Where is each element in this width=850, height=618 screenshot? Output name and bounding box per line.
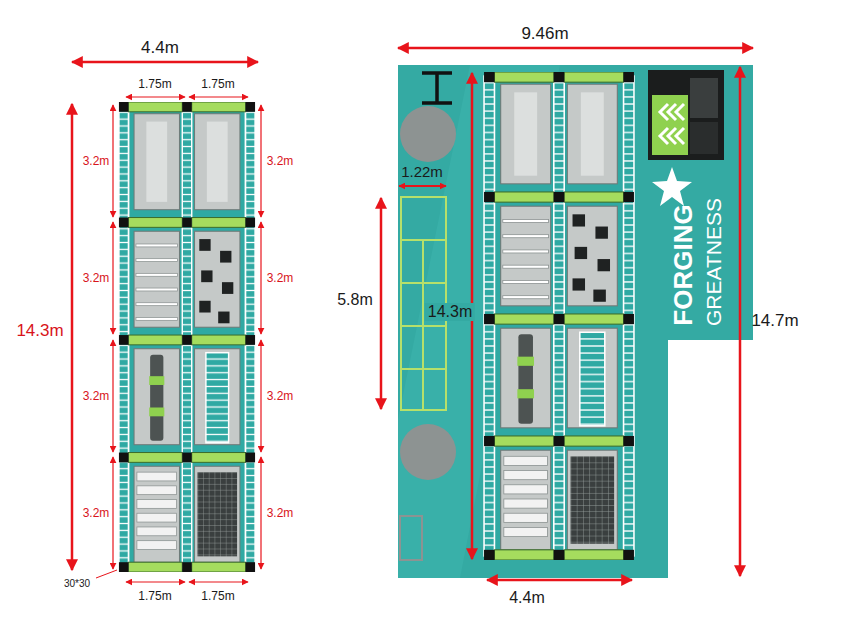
dimension-label: 1.75m — [138, 78, 171, 90]
dimension-label: 3.2m — [267, 507, 294, 519]
left-plan-part-part — [126, 581, 185, 582]
right-floor-layout-part — [690, 122, 718, 154]
dimension-label: 4.4m — [141, 39, 179, 56]
right-floor-layout-part — [398, 65, 753, 578]
dimension-label: 3.2m — [83, 507, 110, 519]
dimension-label: 1.75m — [138, 590, 171, 602]
left-plan-part-part — [260, 222, 261, 334]
right-floor-layout-part — [660, 104, 684, 144]
left-plan-part-part — [112, 340, 113, 452]
right-floor-layout-part — [484, 72, 634, 560]
left-plan-part-part — [189, 96, 248, 97]
dimension-label: 9.46m — [521, 25, 568, 42]
dimension-label: 3.2m — [83, 390, 110, 402]
dimension-label: 14.7m — [751, 312, 798, 329]
dimension-label: 3.2m — [83, 272, 110, 284]
dimension-label: 1.75m — [201, 590, 234, 602]
dimension-label: 3.2m — [267, 272, 294, 284]
dimension-label: 14.3m — [16, 322, 63, 339]
right-floor-layout-part — [398, 47, 753, 50]
right-floor-layout-part — [487, 579, 632, 582]
left-plan-part-part — [112, 105, 113, 217]
dimension-label: 14.3m — [425, 303, 475, 321]
right-floor-layout-part — [422, 73, 452, 103]
left-plan-part — [119, 102, 255, 572]
right-floor-layout-part-part — [676, 104, 684, 120]
right-floor-layout-part — [652, 95, 688, 155]
logo-text: FORGING — [670, 204, 696, 325]
left-plan-part — [71, 104, 74, 570]
right-floor-layout-part — [400, 516, 422, 560]
right-floor-layout-part — [400, 106, 456, 162]
left-plan-part-part — [112, 457, 113, 569]
dimension-label: 3.2m — [83, 155, 110, 167]
right-floor-layout-part — [380, 198, 383, 409]
right-floor-layout-part — [648, 70, 724, 160]
logo-text: GREATNESS — [703, 198, 724, 326]
left-plan-part-part — [260, 105, 261, 217]
right-floor-layout-part-part — [676, 128, 684, 144]
dimension-label: 1.22m — [401, 164, 443, 179]
dimension-label: 5.8m — [337, 292, 373, 308]
left-plan-part-part — [260, 457, 261, 569]
right-floor-layout-part — [652, 167, 692, 206]
right-floor-layout-part — [400, 424, 456, 480]
left-plan-part-part — [126, 96, 185, 97]
dimension-label: 1.75m — [201, 78, 234, 90]
right-floor-layout-part-part — [422, 240, 424, 410]
left-plan — [72, 62, 261, 582]
dimension-label: 4.4m — [509, 590, 545, 606]
right-floor-layout-part — [739, 67, 742, 576]
left-plan-part-part — [189, 581, 248, 582]
right-floor-layout-part — [690, 78, 718, 118]
left-plan-part-part — [260, 340, 261, 452]
left-plan-part — [113, 97, 261, 582]
dimension-label: 3.2m — [267, 390, 294, 402]
left-plan-part — [96, 570, 117, 578]
post-size-label: 30*30 — [64, 579, 90, 589]
left-plan-part — [72, 61, 258, 64]
right-floor-layout-part — [399, 185, 446, 187]
left-plan-part-part — [112, 222, 113, 334]
right-floor-layout — [381, 48, 753, 580]
dimension-label: 3.2m — [267, 155, 294, 167]
